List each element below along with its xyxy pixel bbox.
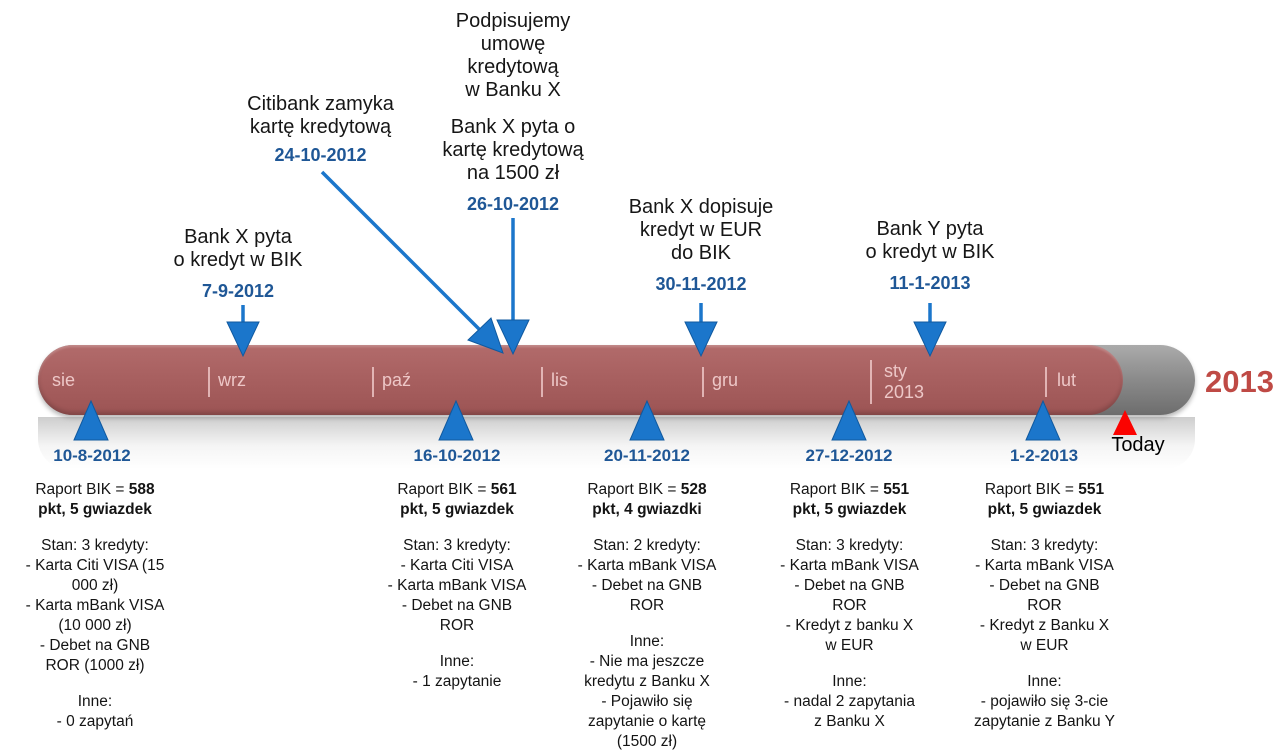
- event-annotation: Citibank zamyka kartę kredytową 24-10-20…: [228, 93, 413, 166]
- event-annotation: Bank X pyta o kredyt w BIK 7-9-2012: [148, 226, 328, 302]
- report-score: Raport BIK = 588 pkt, 5 gwiazdek: [2, 480, 188, 520]
- report-other: Inne: - 0 zapytań: [56, 693, 134, 730]
- month-label-sty-text: sty: [884, 361, 908, 381]
- report-score-value: 551: [1078, 481, 1105, 498]
- report-date: 1-2-2013: [1009, 446, 1079, 465]
- event-annotation: Bank X dopisuje kredyt w EUR do BIK 30-1…: [611, 196, 791, 295]
- report-date: 16-10-2012: [413, 446, 501, 465]
- month-divider: [870, 360, 872, 404]
- report-score-value: 588: [128, 481, 155, 498]
- month-label-sie: sie: [52, 370, 76, 390]
- report-status: Stan: 2 kredyty: - Karta mBank VISA - De…: [577, 537, 717, 614]
- month-label-paz: paź: [382, 370, 412, 390]
- event-title: Bank X pyta o kredyt w BIK: [173, 226, 303, 271]
- month-divider: [1045, 367, 1047, 397]
- report-score-value: 528: [680, 481, 707, 498]
- report-date: 20-11-2012: [603, 446, 691, 465]
- report-status: Stan: 3 kredyty: - Karta Citi VISA - Kar…: [387, 537, 527, 634]
- report-score-label: Raport BIK =: [587, 481, 681, 498]
- month-label-lut: lut: [1057, 370, 1077, 390]
- report-annotation: Raport BIK = 551 pkt, 5 gwiazdek Stan: 3 …: [754, 480, 945, 732]
- report-score-label: Raport BIK =: [789, 481, 884, 498]
- report-score-detail: pkt, 4 gwiazdki: [592, 501, 702, 518]
- event-title: Bank Y pyta o kredyt w BIK: [865, 218, 995, 263]
- event-title: Citibank zamyka kartę kredytową: [247, 93, 394, 138]
- report-date: 27-12-2012: [805, 446, 893, 465]
- report-annotation: Raport BIK = 561 pkt, 5 gwiazdek Stan: 3 …: [364, 480, 550, 692]
- report-score: Raport BIK = 551 pkt, 5 gwiazdek: [754, 480, 945, 520]
- today-label: Today: [1111, 434, 1165, 456]
- report-other: Inne: - Nie ma jeszcze kredytu z Banku X…: [584, 633, 710, 750]
- report-date: 10-8-2012: [53, 446, 131, 465]
- event-subtitle: Bank X pyta o kartę kredytową na 1500 zł: [442, 116, 584, 184]
- month-divider: [372, 367, 374, 397]
- report-annotation: Raport BIK = 528 pkt, 4 gwiazdki Stan: 2 …: [554, 480, 740, 752]
- report-score: Raport BIK = 528 pkt, 4 gwiazdki: [554, 480, 740, 520]
- event-title: Podpisujemy umowę kredytową w Banku X: [455, 10, 571, 101]
- year-label: 2013: [1205, 364, 1274, 399]
- report-score-detail: pkt, 5 gwiazdek: [400, 501, 514, 518]
- report-other: Inne: - pojawiło się 3-cie zapytanie z B…: [973, 673, 1116, 730]
- report-status: Stan: 3 kredyty: - Karta Citi VISA (15 0…: [25, 537, 165, 674]
- event-date: 24-10-2012: [274, 145, 367, 165]
- event-date: 26-10-2012: [466, 194, 560, 214]
- report-annotation: Raport BIK = 551 pkt, 5 gwiazdek Stan: 3 …: [949, 480, 1140, 732]
- timeline-bar: [38, 345, 1123, 415]
- report-score-label: Raport BIK =: [397, 481, 491, 498]
- month-divider: [541, 367, 543, 397]
- month-label-wrz: wrz: [218, 370, 246, 390]
- event-date: 11-1-2013: [889, 273, 971, 293]
- report-annotation: Raport BIK = 588 pkt, 5 gwiazdek Stan: 3 …: [2, 480, 188, 732]
- report-score-detail: pkt, 5 gwiazdek: [38, 501, 152, 518]
- month-label-gru: gru: [712, 370, 739, 390]
- report-score-label: Raport BIK =: [35, 481, 129, 498]
- event-title: Bank X dopisuje kredyt w EUR do BIK: [628, 196, 774, 264]
- month-divider: [702, 367, 704, 397]
- event-arrow-icon: [496, 218, 530, 356]
- month-label-sty-year: 2013: [884, 382, 925, 402]
- report-status: Stan: 3 kredyty: - Karta mBank VISA - De…: [975, 537, 1114, 654]
- month-divider: [208, 367, 210, 397]
- report-other: Inne: - nadal 2 zapytania z Banku X: [784, 673, 915, 730]
- report-score-detail: pkt, 5 gwiazdek: [792, 501, 907, 518]
- month-label-lis: lis: [551, 370, 568, 390]
- event-annotation: Podpisujemy umowę kredytową w Banku X Ba…: [423, 10, 603, 215]
- report-score-value: 561: [490, 481, 517, 498]
- month-label-sty: sty 2013: [884, 361, 924, 403]
- report-score: Raport BIK = 561 pkt, 5 gwiazdek: [364, 480, 550, 520]
- report-score-value: 551: [883, 481, 910, 498]
- report-score: Raport BIK = 551 pkt, 5 gwiazdek: [949, 480, 1140, 520]
- event-date: 30-11-2012: [655, 274, 747, 294]
- report-status: Stan: 3 kredyty: - Karta mBank VISA - De…: [780, 537, 919, 654]
- report-other: Inne: - 1 zapytanie: [412, 653, 502, 690]
- event-date: 7-9-2012: [201, 281, 275, 301]
- timeline-bar-reflection: [38, 417, 1195, 469]
- event-annotation: Bank Y pyta o kredyt w BIK 11-1-2013: [840, 218, 1020, 294]
- report-score-label: Raport BIK =: [984, 481, 1079, 498]
- report-score-detail: pkt, 5 gwiazdek: [987, 501, 1102, 518]
